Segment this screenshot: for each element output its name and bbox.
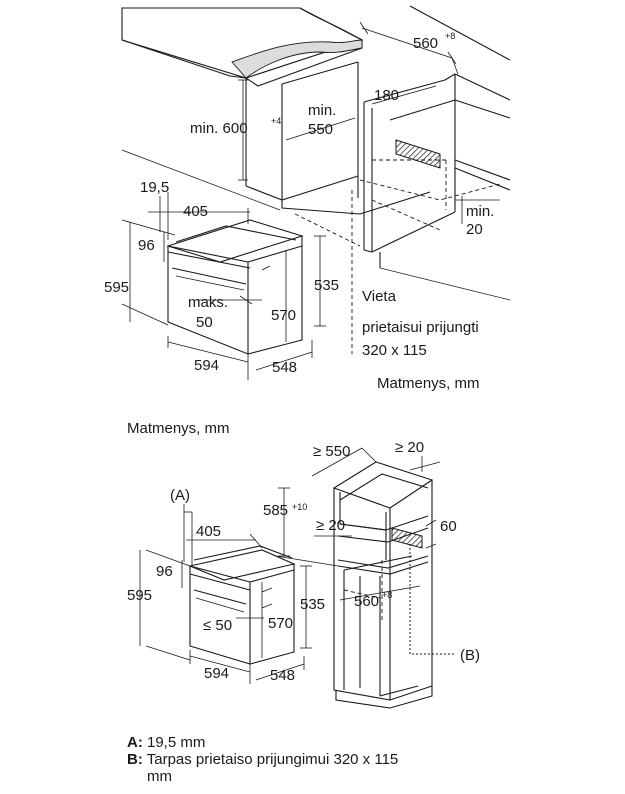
dim-min-550-label: min. — [308, 102, 336, 119]
units-label-bottom: Matmenys, mm — [127, 420, 230, 437]
dim-maks-50-label: maks. — [188, 294, 228, 311]
connection-note-line1: Vieta — [362, 288, 397, 305]
dim-548-top: 548 — [272, 359, 297, 376]
connection-note-line3: 320 x 115 — [362, 342, 427, 359]
dim-585-tolerance: +10 — [292, 502, 307, 512]
legend-b-key: B: — [127, 751, 143, 768]
dim-min-600-tolerance: +4 — [271, 116, 281, 126]
dim-570-bottom: 570 — [268, 615, 293, 632]
dim-ge-20-mid: ≥ 20 — [316, 517, 345, 534]
niche-cabinet — [245, 61, 511, 268]
dim-560-top: 560 — [413, 35, 438, 52]
legend: A: 19,5 mm B: Tarpas prietaiso prijungim… — [127, 734, 398, 785]
legend-a-key: A: — [127, 734, 143, 751]
dim-560-top-tolerance: +8 — [445, 31, 455, 41]
connection-note-line2: prietaisui prijungti — [362, 319, 479, 336]
dim-60: 60 — [440, 518, 457, 535]
dim-535-top: 535 — [314, 277, 339, 294]
dim-570-top: 570 — [271, 307, 296, 324]
legend-b-line2: mm — [127, 768, 398, 785]
dim-min-550-value: 550 — [308, 121, 333, 138]
dim-594-top: 594 — [194, 357, 219, 374]
dim-96-bottom: 96 — [156, 563, 173, 580]
dim-19-5-top: 19,5 — [140, 179, 169, 196]
oven-top — [166, 219, 304, 355]
bottom-diagram: Matmenys, mm ≥ 550 — [127, 420, 480, 709]
dim-min-600: min. 600 — [190, 120, 248, 137]
units-label-top: Matmenys, mm — [377, 375, 480, 392]
connection-area — [395, 139, 441, 169]
legend-a-text: 19,5 mm — [147, 734, 206, 751]
legend-b-text-2: mm — [147, 768, 172, 785]
connection-gap — [391, 527, 423, 549]
legend-b-text-1: Tarpas prietaiso prijungimui 320 x 115 — [146, 751, 399, 768]
tall-cabinet — [332, 461, 434, 709]
wall-top-edge — [409, 5, 511, 61]
dim-180: 180 — [374, 87, 399, 104]
dim-595-top: 595 — [104, 279, 129, 296]
dim-560-bottom-tolerance: +8 — [382, 590, 392, 600]
legend-a: A: 19,5 mm — [127, 734, 398, 751]
dim-405-top: 405 — [183, 203, 208, 220]
dim-ge-20-top: ≥ 20 — [395, 439, 424, 456]
dim-min-20-label: min. — [466, 203, 494, 220]
label-a: (A) — [170, 487, 190, 504]
dim-535-bottom: 535 — [300, 596, 325, 613]
dim-ge-550: ≥ 550 — [313, 443, 350, 460]
dim-560-bottom: 560 — [354, 593, 379, 610]
oven-bottom — [188, 545, 296, 665]
dim-min-20-value: 20 — [466, 221, 483, 238]
dim-594-bottom: 594 — [204, 665, 229, 682]
countertop — [121, 7, 364, 87]
label-b: (B) — [460, 647, 480, 664]
dim-585: 585 — [263, 502, 288, 519]
top-diagram: 560 +8 min. 600 +4 min. 550 180 min. 20 — [104, 5, 511, 392]
dim-maks-50-value: 50 — [196, 314, 213, 331]
dim-96-top: 96 — [138, 237, 155, 254]
dim-548-bottom: 548 — [270, 667, 295, 684]
legend-b: B: Tarpas prietaiso prijungimui 320 x 11… — [127, 751, 398, 768]
dim-405-bottom: 405 — [196, 523, 221, 540]
dim-595-bottom: 595 — [127, 587, 152, 604]
dim-le-50: ≤ 50 — [203, 617, 232, 634]
